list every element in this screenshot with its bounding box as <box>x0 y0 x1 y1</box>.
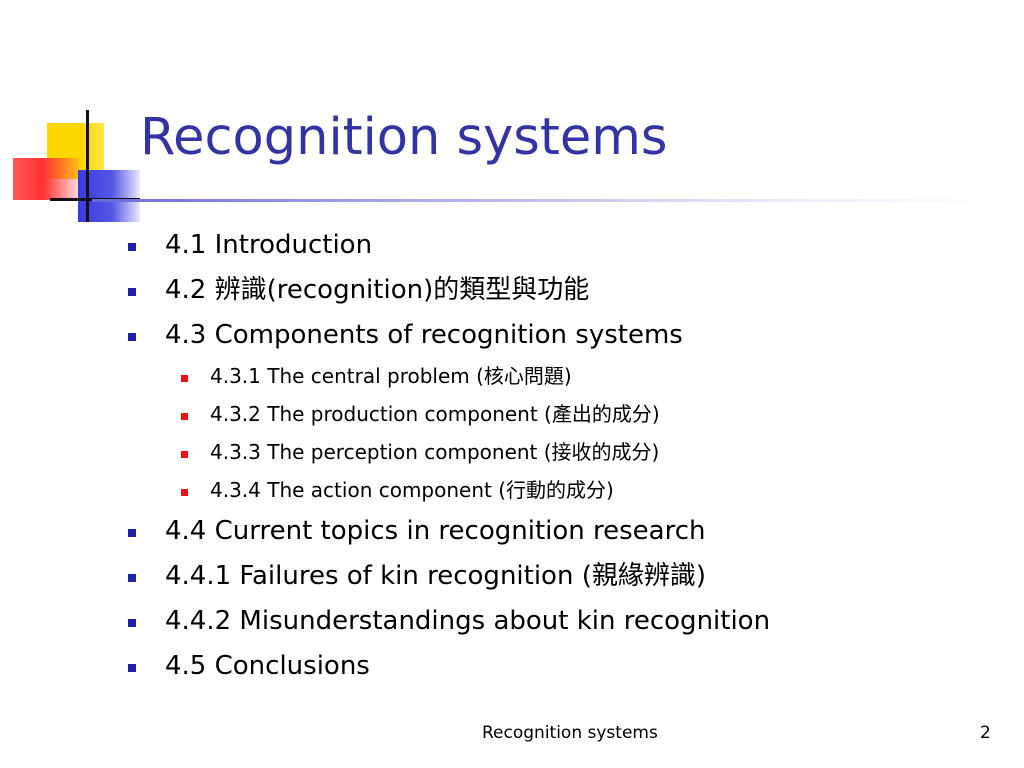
sub-bullet-square-icon <box>181 489 188 496</box>
page-number: 2 <box>980 723 991 743</box>
logo-vertical-line <box>86 110 89 222</box>
slide-logo-icon <box>0 0 200 240</box>
list-item: 4.3 Components of recognition systems <box>165 320 683 350</box>
list-item: 4.2 辨識(recognition)的類型與功能 <box>165 275 590 305</box>
list-item: 4.4.2 Misunderstandings about kin recogn… <box>165 606 771 636</box>
sub-list-item: 4.3.2 The production component (產出的成分) <box>210 402 660 426</box>
sub-list-item: 4.3.4 The action component (行動的成分) <box>210 478 614 502</box>
sub-list-item: 4.3.1 The central problem (核心問題) <box>210 364 572 388</box>
title-underline <box>92 199 992 202</box>
bullet-square-icon <box>128 574 136 582</box>
list-item: 4.5 Conclusions <box>165 651 370 681</box>
bullet-list: 4.1 Introduction 4.2 辨識(recognition)的類型與… <box>128 230 771 681</box>
bullet-square-icon <box>128 664 136 672</box>
sub-bullet-square-icon <box>181 375 188 382</box>
list-item: 4.1 Introduction <box>165 230 373 260</box>
bullet-square-icon <box>128 529 136 537</box>
sub-bullet-square-icon <box>181 451 188 458</box>
bullet-square-icon <box>128 619 136 627</box>
slide-title: Recognition systems <box>140 108 668 167</box>
bullet-square-icon <box>128 243 136 251</box>
sub-list-item: 4.3.3 The perception component (接收的成分) <box>210 440 660 464</box>
sub-bullet-square-icon <box>181 413 188 420</box>
logo-red-square <box>13 158 79 200</box>
bullet-square-icon <box>128 288 136 296</box>
list-item: 4.4.1 Failures of kin recognition (親緣辨識) <box>165 561 706 591</box>
bullet-square-icon <box>128 333 136 341</box>
list-item: 4.4 Current topics in recognition resear… <box>165 516 706 546</box>
footer-title: Recognition systems <box>482 723 658 743</box>
